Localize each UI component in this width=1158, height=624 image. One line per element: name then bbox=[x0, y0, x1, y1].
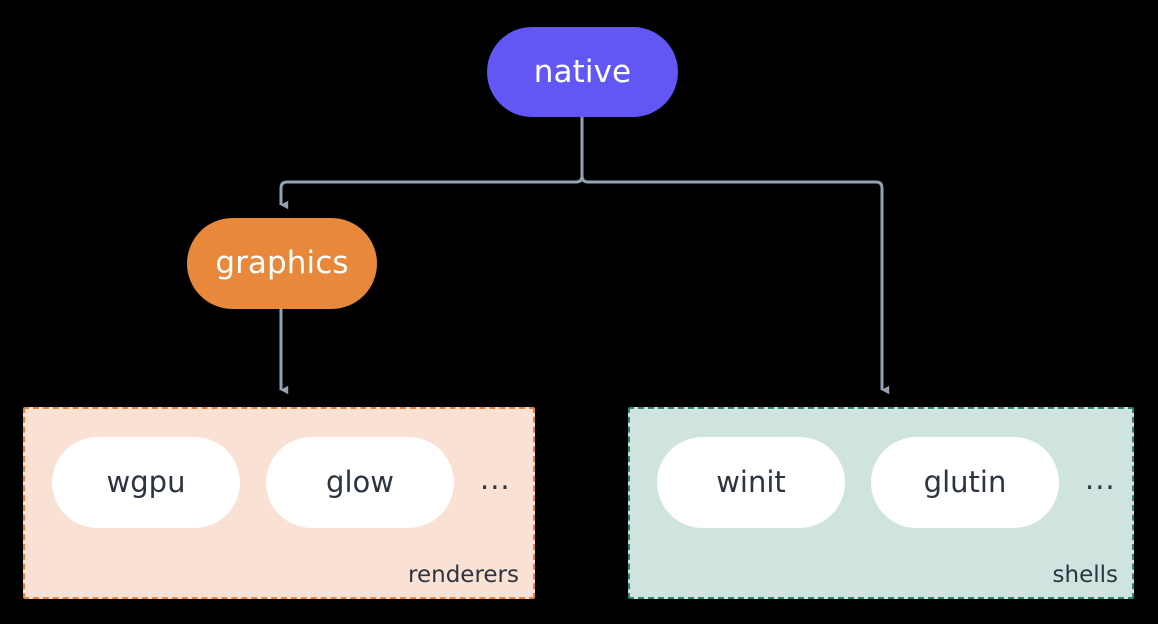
node-glow-label: glow bbox=[326, 465, 394, 499]
renderers-overflow-ellipsis: ... bbox=[480, 462, 511, 496]
node-wgpu-label: wgpu bbox=[106, 465, 186, 499]
cluster-renderers-items: wgpu glow ... bbox=[25, 437, 533, 528]
node-graphics-label: graphics bbox=[215, 245, 349, 281]
node-glutin-label: glutin bbox=[923, 465, 1007, 499]
cluster-renderers-title: renderers bbox=[408, 562, 519, 588]
node-winit[interactable]: winit bbox=[657, 437, 845, 528]
node-winit-label: winit bbox=[716, 465, 786, 499]
shells-overflow-ellipsis: ... bbox=[1085, 462, 1116, 496]
node-native-label: native bbox=[533, 53, 632, 90]
cluster-shells-title: shells bbox=[1052, 562, 1118, 588]
node-glow[interactable]: glow bbox=[266, 437, 454, 528]
node-wgpu[interactable]: wgpu bbox=[52, 437, 240, 528]
cluster-renderers[interactable]: wgpu glow ... renderers bbox=[23, 407, 535, 599]
node-glutin[interactable]: glutin bbox=[871, 437, 1059, 528]
edge-native-to-graphics bbox=[279, 117, 584, 210]
edge-native-to-shells bbox=[580, 117, 890, 395]
cluster-shells-items: winit glutin ... bbox=[630, 437, 1132, 528]
node-graphics[interactable]: graphics bbox=[187, 218, 377, 309]
cluster-shells[interactable]: winit glutin ... shells bbox=[628, 407, 1134, 599]
node-native[interactable]: native bbox=[487, 27, 678, 117]
